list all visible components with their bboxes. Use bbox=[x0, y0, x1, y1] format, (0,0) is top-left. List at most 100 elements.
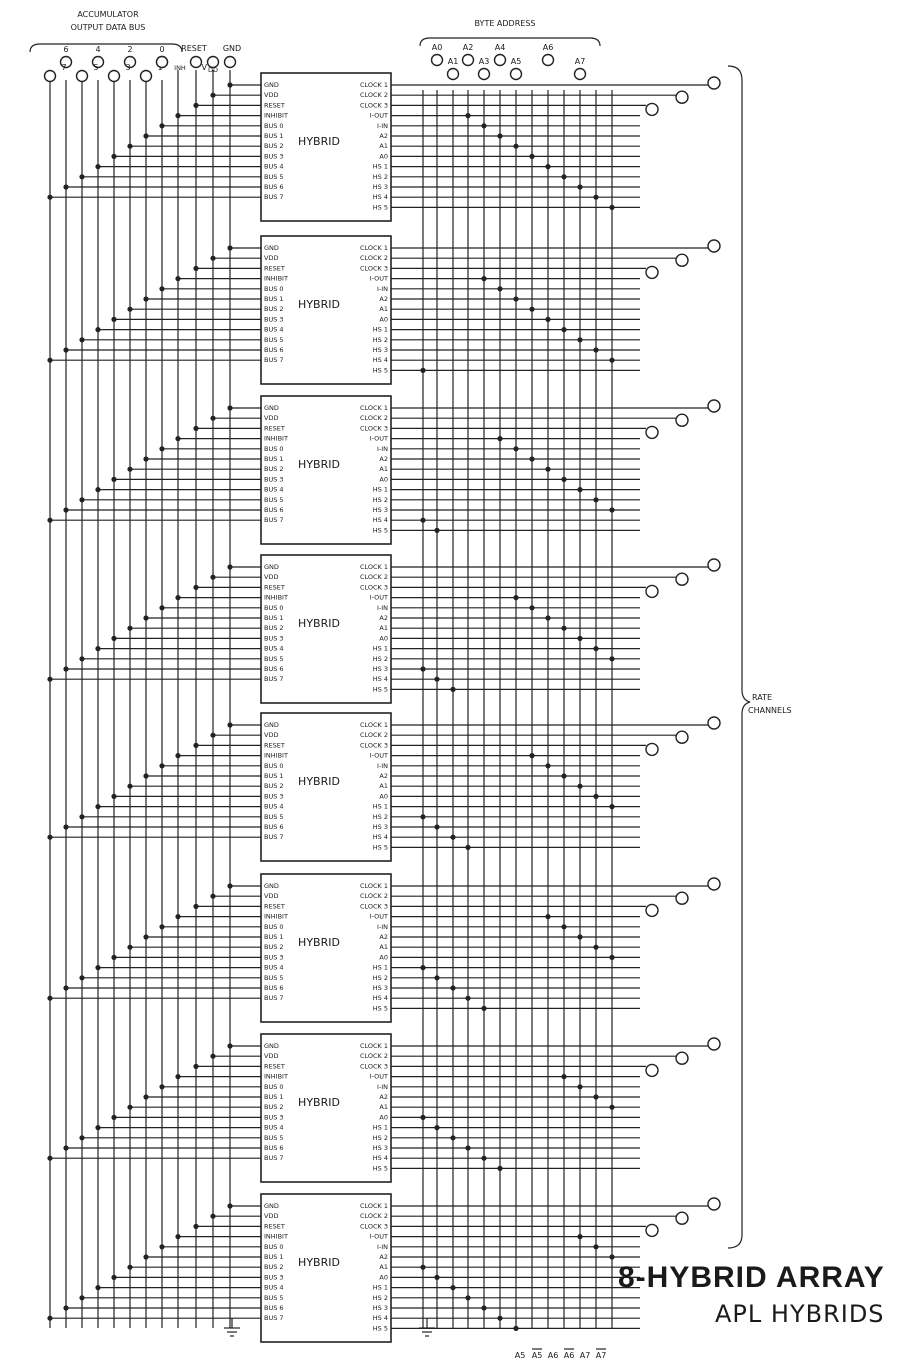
hybrid-6-pin-bus-6: BUS 6 bbox=[264, 984, 284, 992]
hybrid-1-left-junction-3 bbox=[175, 113, 181, 119]
hybrid-5-pin-bus-6: BUS 6 bbox=[264, 823, 284, 831]
bus-terminal-label-6: 6 bbox=[63, 45, 68, 54]
hybrid-8-right-junction-10 bbox=[481, 1305, 487, 1311]
hybrid-3-pin-hs-1: HS 1 bbox=[373, 486, 388, 494]
hybrid-chip-label-6: HYBRID bbox=[298, 936, 340, 949]
hybrid-3-right-junction-12 bbox=[434, 527, 440, 534]
hybrid-3-right-junction-10 bbox=[609, 507, 615, 513]
hybrid-7-left-junction-6 bbox=[127, 1104, 133, 1110]
bus-terminal-3 bbox=[107, 69, 121, 83]
hybrid-1-pin-a1: A1 bbox=[379, 142, 388, 150]
hybrid-6-pin-vdd: VDD bbox=[264, 892, 278, 900]
hybrid-7-left-junction-3 bbox=[175, 1074, 181, 1080]
hybrid-8-left-junction-8 bbox=[95, 1285, 101, 1291]
hybrid-1-right-junction-8 bbox=[545, 164, 551, 170]
hybrid-6-pin-hs-1: HS 1 bbox=[373, 964, 388, 972]
hybrid-2-pin-bus-4: BUS 4 bbox=[264, 326, 284, 334]
hybrid-7-left-junction-11 bbox=[47, 1155, 53, 1161]
hybrid-1-pin-bus-7: BUS 7 bbox=[264, 193, 284, 201]
hybrid-2-left-junction-10 bbox=[63, 347, 69, 353]
hybrid-8-left-junction-6 bbox=[127, 1264, 133, 1270]
hybrid-2-left-junction-2 bbox=[193, 265, 199, 271]
hybrid-1-pin-bus-0: BUS 0 bbox=[264, 122, 284, 130]
hybrid-1-pin-hs-3: HS 3 bbox=[373, 183, 388, 191]
hybrid-5-right-junction-3 bbox=[529, 753, 535, 759]
hybrid-5-left-junction-9 bbox=[79, 814, 85, 820]
hybrid-3-pin-bus-4: BUS 4 bbox=[264, 486, 284, 494]
hybrid-5-pin-gnd: GND bbox=[264, 721, 279, 729]
hybrid-2-rate-channel-terminal-1 bbox=[707, 239, 721, 253]
hybrid-1-pin-bus-6: BUS 6 bbox=[264, 183, 284, 191]
hybrid-1-right-junction-4 bbox=[481, 123, 487, 129]
hybrid-8-pin-bus-3: BUS 3 bbox=[264, 1273, 284, 1281]
hybrid-1-pin-vdd: VDD bbox=[264, 91, 278, 99]
hybrid-6-right-junction-5 bbox=[577, 934, 583, 940]
hybrid-2-pin-clock-3: CLOCK 3 bbox=[360, 264, 388, 272]
bus-terminal-1 bbox=[139, 69, 153, 83]
hybrid-5-pin-vdd: VDD bbox=[264, 731, 278, 739]
hybrid-5-pin-clock-1: CLOCK 1 bbox=[360, 721, 388, 729]
hybrid-8-pin-inhibit: INHIBIT bbox=[264, 1233, 288, 1241]
bus-terminal-4 bbox=[91, 55, 105, 69]
bus-terminal-2 bbox=[123, 55, 137, 69]
address-terminal-A5 bbox=[509, 67, 523, 81]
hybrid-7-right-junction-5 bbox=[593, 1094, 599, 1100]
hybrid-6-left-junction-6 bbox=[127, 944, 133, 950]
hybrid-6-pin-bus-2: BUS 2 bbox=[264, 943, 284, 951]
hybrid-2-pin-gnd: GND bbox=[264, 244, 279, 252]
address-terminal-label-A4: A4 bbox=[495, 43, 506, 52]
hybrid-1-left-junction-8 bbox=[95, 164, 101, 170]
hybrid-3-rate-channel-terminal-1 bbox=[707, 399, 721, 413]
hybrid-1-pin-hs-2: HS 2 bbox=[373, 173, 388, 181]
hybrid-1-right-junction-12 bbox=[609, 204, 615, 210]
hybrid-8-right-junction-8 bbox=[450, 1285, 456, 1291]
hybrid-8-pin-hs-5: HS 5 bbox=[373, 1324, 388, 1332]
hybrid-1-pin-bus-5: BUS 5 bbox=[264, 173, 284, 181]
hybrid-1-left-junction-2 bbox=[193, 102, 199, 108]
hybrid-3-rate-channel-terminal-2 bbox=[675, 413, 689, 427]
bus-terminal-label-3: 3 bbox=[125, 63, 130, 72]
hybrid-8-pin-gnd: GND bbox=[264, 1202, 279, 1210]
hybrid-8-left-junction-5 bbox=[143, 1254, 149, 1260]
hybrid-6-left-junction-9 bbox=[79, 975, 85, 981]
hybrid-2-right-junction-4 bbox=[497, 286, 503, 292]
hybrid-5-pin-reset: RESET bbox=[264, 741, 285, 749]
hybrid-3-left-junction-3 bbox=[175, 436, 181, 442]
hybrid-8-pin-clock-2: CLOCK 2 bbox=[360, 1212, 388, 1220]
hybrid-6-pin-a2: A2 bbox=[379, 933, 388, 941]
address-terminal-A7 bbox=[573, 67, 587, 81]
vdd-subscript: DD bbox=[208, 66, 218, 74]
hybrid-7-pin-a0: A0 bbox=[379, 1113, 388, 1121]
hybrid-7-pin-bus-5: BUS 5 bbox=[264, 1134, 284, 1142]
hybrid-5-pin-bus-7: BUS 7 bbox=[264, 833, 284, 841]
hybrid-4-right-junction-3 bbox=[513, 595, 519, 601]
hybrid-8-left-junction-10 bbox=[63, 1305, 69, 1311]
hybrid-6-pin-hs-4: HS 4 bbox=[373, 994, 388, 1002]
hybrid-5-right-junction-10 bbox=[434, 824, 440, 830]
address-terminal-label-A7: A7 bbox=[575, 57, 586, 66]
terminals-layer: 64207531A0A2A4A6A1A3A5A7A5A5A6A6A7A7 bbox=[29, 37, 751, 1360]
bottom-address-label-1: A5 bbox=[532, 1351, 543, 1360]
hybrid-1-pin-reset: RESET bbox=[264, 101, 285, 109]
hybrid-4-left-junction-10 bbox=[63, 666, 69, 672]
hybrid-3-rate-channel-terminal-3 bbox=[645, 425, 659, 440]
hybrid-8-pin-bus-6: BUS 6 bbox=[264, 1304, 284, 1312]
hybrid-6-left-junction-7 bbox=[111, 954, 117, 961]
hybrid-1-right-junction-5 bbox=[497, 133, 503, 139]
hybrid-5-pin-i-in: I-IN bbox=[377, 762, 388, 770]
hybrid-4-pin-a1: A1 bbox=[379, 624, 388, 632]
hybrid-4-pin-a0: A0 bbox=[379, 634, 388, 642]
hybrid-6-rate-channel-terminal-1 bbox=[707, 877, 721, 891]
hybrid-7-right-junction-6 bbox=[609, 1104, 615, 1110]
gnd-label: GND bbox=[223, 44, 241, 53]
hybrid-6-pin-a1: A1 bbox=[379, 943, 388, 951]
bus-terminal-7 bbox=[43, 69, 57, 83]
hybrid-1-pin-i-out: I-OUT bbox=[370, 112, 388, 120]
hybrid-7-pin-hs-5: HS 5 bbox=[373, 1164, 388, 1172]
hybrid-8-right-junction-3 bbox=[577, 1234, 583, 1240]
hybrid-7-pin-hs-4: HS 4 bbox=[373, 1154, 388, 1162]
hybrid-8-right-junction-7 bbox=[434, 1274, 440, 1280]
hybrid-2-rate-channel-terminal-3 bbox=[645, 265, 659, 280]
